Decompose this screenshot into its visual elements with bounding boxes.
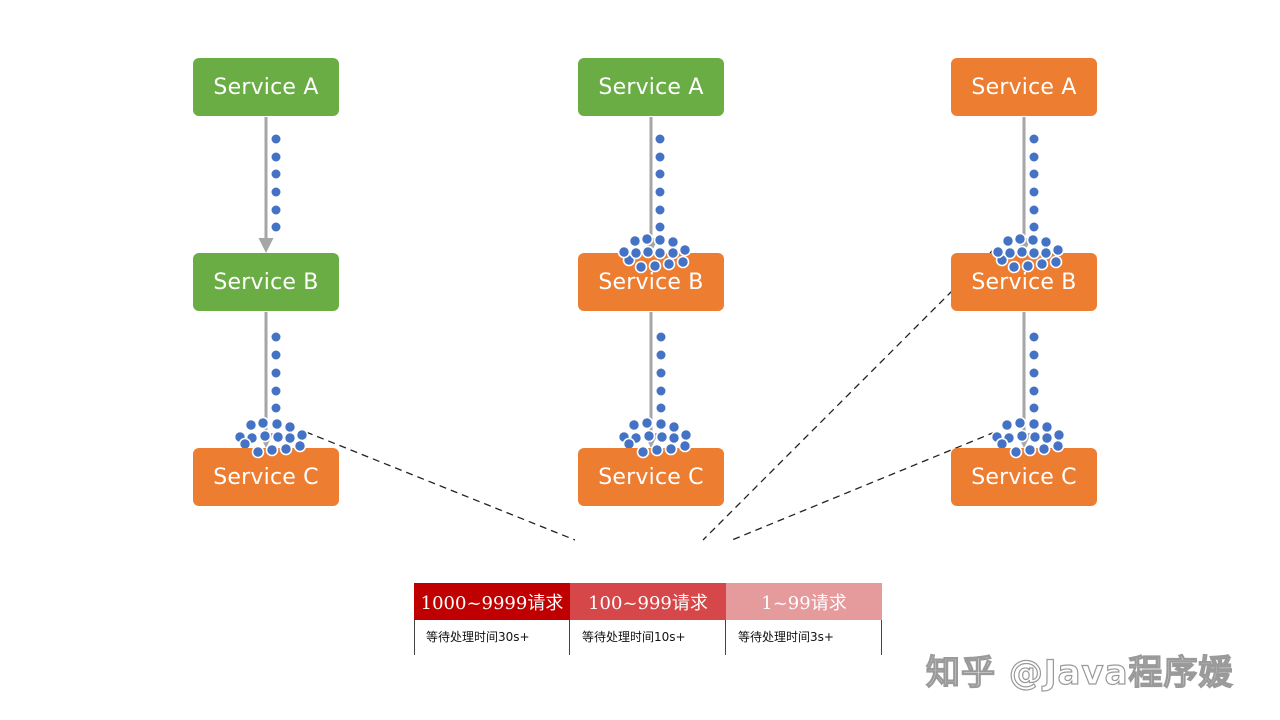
service-label: Service A	[213, 74, 319, 100]
request-dot	[271, 222, 281, 232]
service-c-box: Service C	[951, 448, 1097, 506]
legend-header-low: 1~99请求	[726, 583, 882, 620]
request-dot	[271, 386, 281, 396]
service-label: Service B	[598, 269, 704, 295]
service-b-box: Service B	[951, 253, 1097, 311]
request-dot	[271, 368, 281, 378]
request-dot	[271, 169, 281, 179]
request-dot	[656, 403, 666, 413]
request-dot	[656, 368, 666, 378]
request-dot	[1029, 332, 1039, 342]
request-dot	[1029, 368, 1039, 378]
service-label: Service A	[971, 74, 1077, 100]
legend-desc-low: 等待处理时间3s+	[738, 630, 834, 644]
connector-col3-b	[702, 247, 996, 541]
service-c-box: Service C	[578, 448, 724, 506]
service-label: Service B	[971, 269, 1077, 295]
service-label: Service A	[598, 74, 704, 100]
legend-header-label: 1000~9999请求	[420, 592, 564, 614]
legend-divider	[725, 620, 726, 655]
request-dot	[656, 350, 666, 360]
load-legend: 1000~9999请求 100~999请求 1~99请求 等待处理时间30s+ …	[414, 583, 882, 655]
legend-header-high: 1000~9999请求	[414, 583, 570, 620]
legend-header-label: 1~99请求	[761, 592, 847, 614]
request-dot	[655, 187, 665, 197]
request-dot	[1029, 403, 1039, 413]
service-c-box: Service C	[193, 448, 339, 506]
service-b-box: Service B	[578, 253, 724, 311]
legend-divider	[569, 620, 570, 655]
legend-header-label: 100~999请求	[588, 592, 708, 614]
request-dot	[656, 386, 666, 396]
request-dot	[271, 403, 281, 413]
legend-header-medium: 100~999请求	[570, 583, 726, 620]
legend-divider	[881, 620, 882, 655]
service-a-box: Service A	[193, 58, 339, 116]
dashed-connectors	[305, 247, 996, 541]
legend-desc-medium: 等待处理时间10s+	[582, 630, 686, 644]
request-dot	[1029, 187, 1039, 197]
flow-dots	[271, 134, 1039, 413]
request-dot	[1029, 205, 1039, 215]
request-dot	[1029, 134, 1039, 144]
request-dot	[1029, 152, 1039, 162]
connector-col1-c	[305, 431, 576, 541]
request-dot	[271, 205, 281, 215]
legend-divider	[414, 620, 415, 655]
request-dot	[271, 350, 281, 360]
request-dot	[1029, 222, 1039, 232]
service-label: Service C	[598, 464, 704, 490]
request-dot	[655, 134, 665, 144]
request-dot	[655, 205, 665, 215]
request-dot	[656, 332, 666, 342]
request-dot	[271, 332, 281, 342]
request-dot	[271, 134, 281, 144]
service-a-box: Service A	[578, 58, 724, 116]
service-b-box: Service B	[193, 253, 339, 311]
service-label: Service C	[213, 464, 319, 490]
service-a-box: Service A	[951, 58, 1097, 116]
legend-desc-high: 等待处理时间30s+	[426, 630, 530, 644]
arrows	[258, 117, 1032, 448]
request-dot	[271, 187, 281, 197]
service-label: Service B	[213, 269, 319, 295]
request-dot	[655, 152, 665, 162]
watermark-text: 知乎 @Java程序媛	[925, 652, 1234, 693]
service-label: Service C	[971, 464, 1077, 490]
request-dot	[271, 152, 281, 162]
request-dot	[1029, 169, 1039, 179]
request-dot	[655, 169, 665, 179]
request-dot	[1029, 350, 1039, 360]
request-dot	[1029, 386, 1039, 396]
request-dot	[655, 222, 665, 232]
